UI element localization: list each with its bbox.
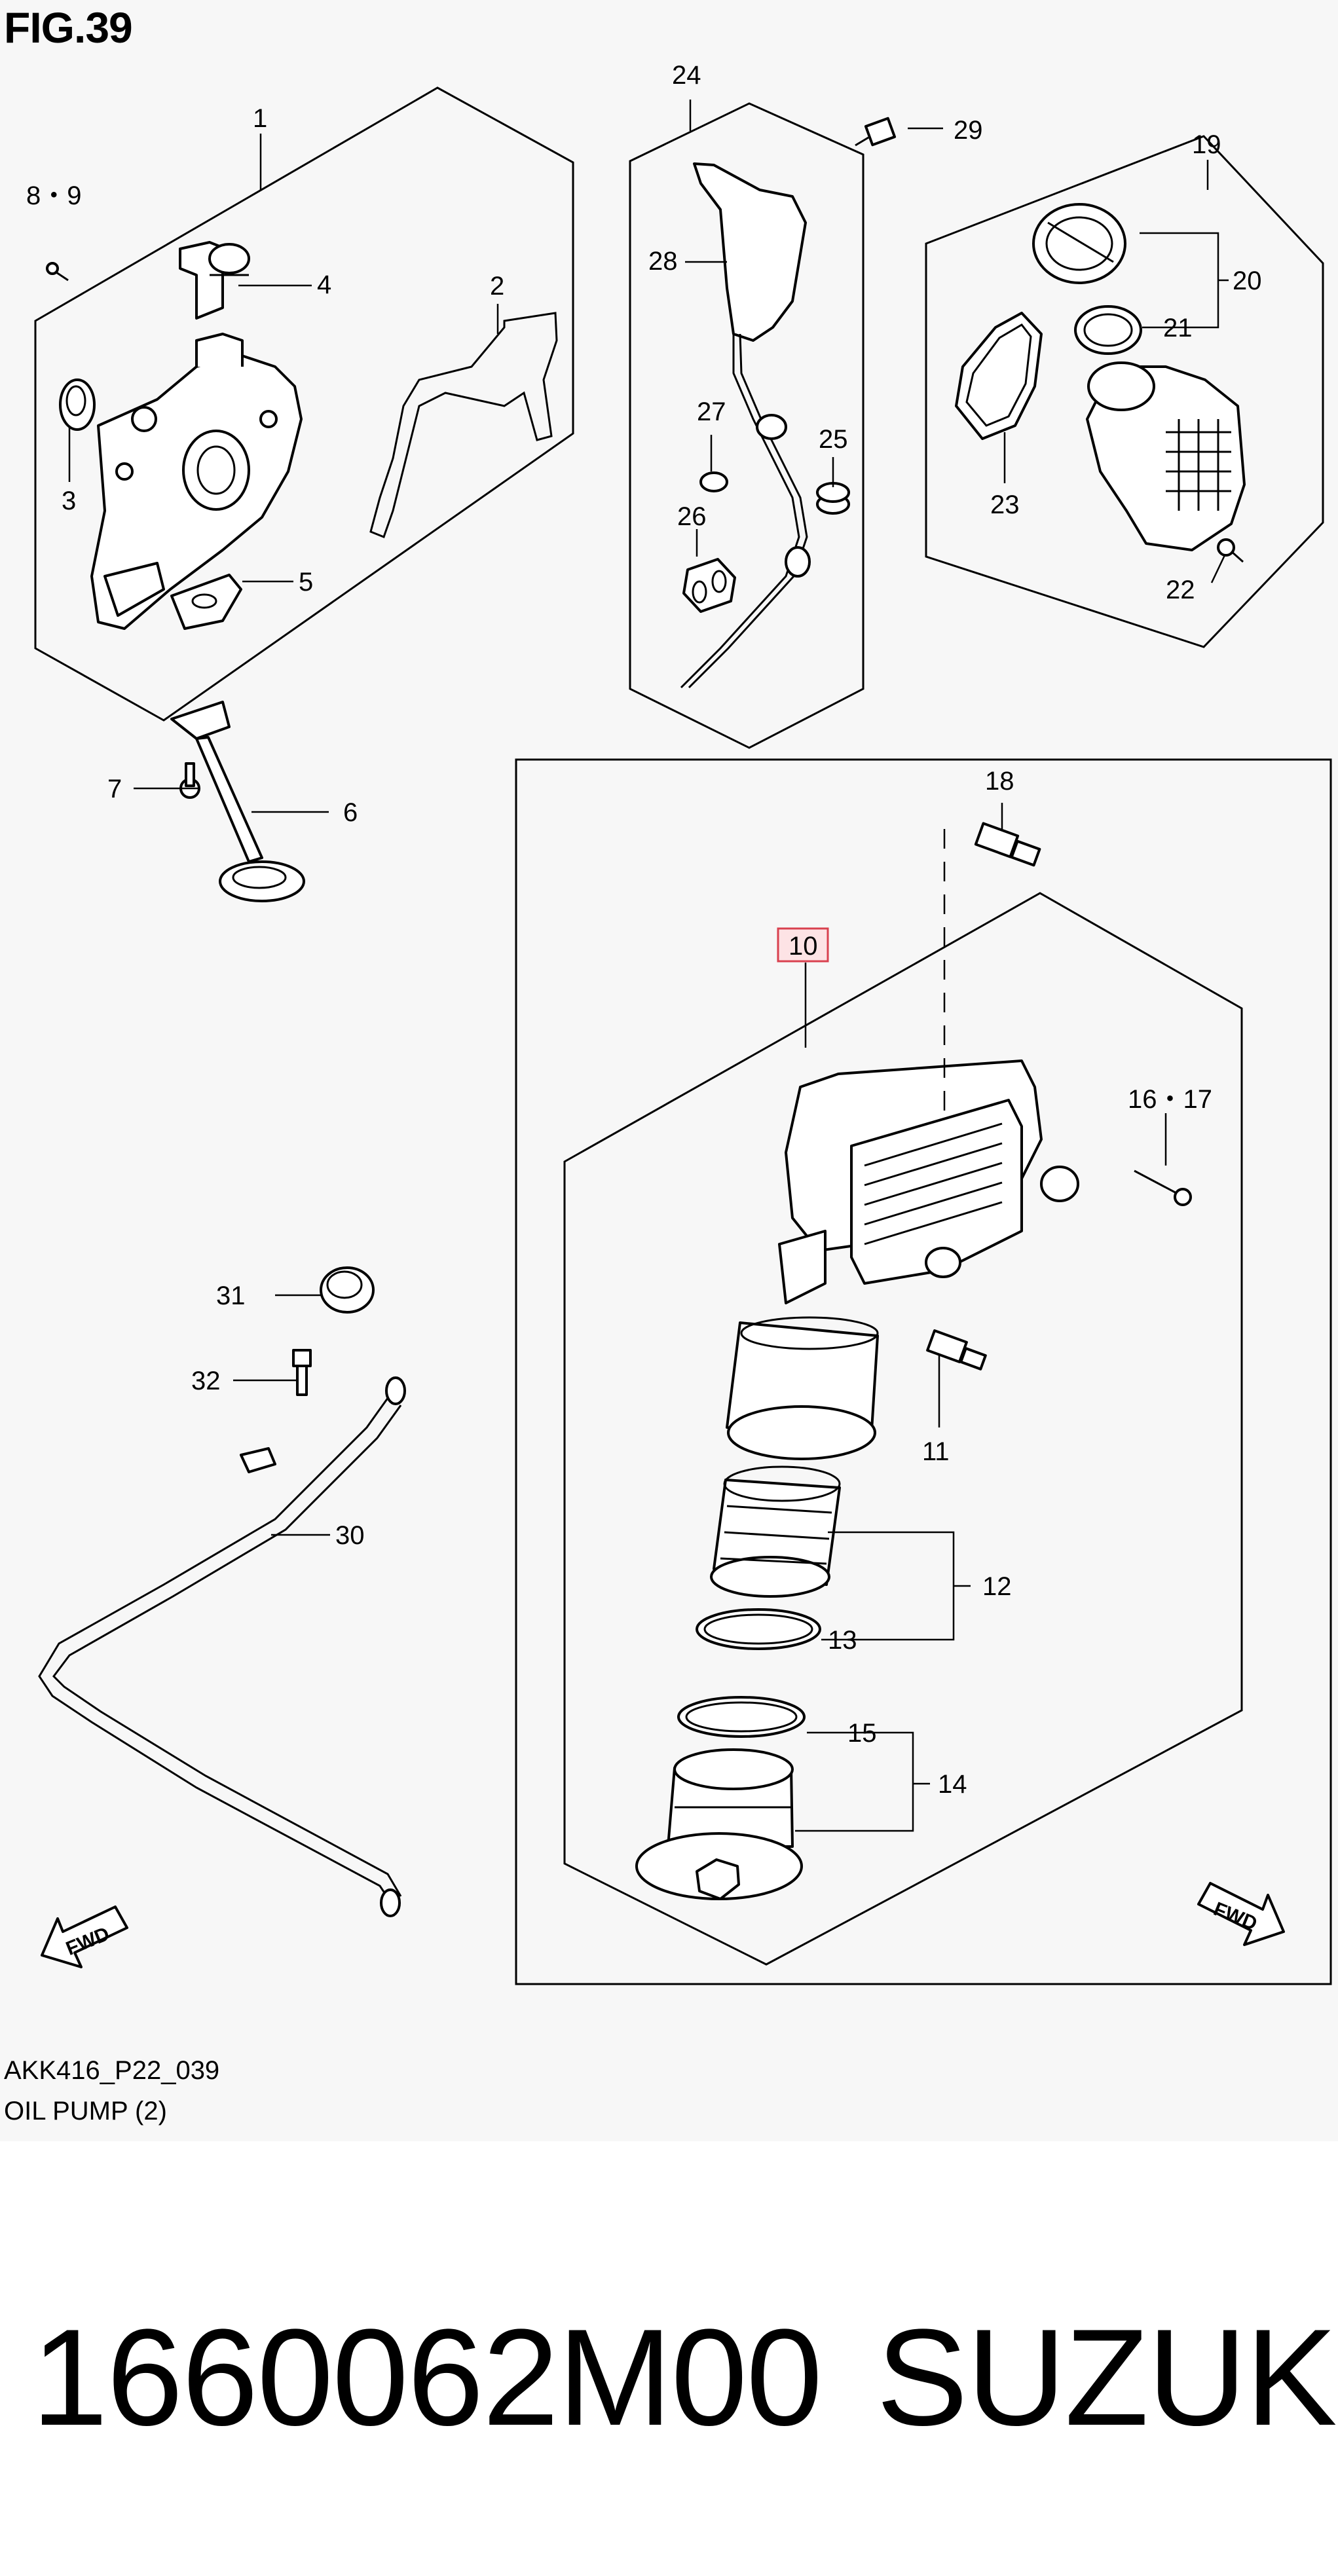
callout-24: 24 [672,61,701,90]
callout-22: 22 [1166,576,1195,604]
callout-30: 30 [335,1521,365,1550]
strainer-5-part [170,574,242,630]
bolt-29-part [855,117,897,147]
callout-13: 13 [828,1626,857,1655]
group-box-oil-filler [925,135,1324,648]
callout-16-17: 16・17 [1128,1085,1212,1114]
oil-pipe-30-part [38,1376,406,1917]
callout-8-9: 8・9 [26,181,82,210]
callout-12: 12 [982,1572,1012,1601]
oil-pump-housing-part [90,333,303,630]
sensor-11-part [926,1329,987,1371]
callout-2: 2 [490,272,504,301]
group-box-oil-cooler [563,892,1243,1966]
callout-5: 5 [299,568,313,597]
callout-4: 4 [317,270,331,299]
callout-6: 6 [343,798,358,827]
callout-26: 26 [677,502,707,531]
callout-10: 10 [789,932,818,961]
figure-code: AKK416_P22_039 [4,2056,220,2085]
callout-25: 25 [819,425,848,454]
callout-18: 18 [985,767,1014,796]
callout-31: 31 [216,1281,246,1310]
callout-28: 28 [648,247,678,276]
fwd-arrow-right: FWD [1197,1882,1285,1946]
callout-19: 19 [1192,130,1221,159]
callout-29: 29 [954,116,983,145]
figure-name: OIL PUMP (2) [4,2097,167,2125]
callout-15: 15 [847,1719,877,1748]
group-box-oil-pump [34,86,574,722]
callout-23: 23 [990,490,1020,519]
callout-7: 7 [107,775,122,803]
callout-3: 3 [62,487,76,515]
fwd-arrow-left: FWD [41,1905,128,1968]
brand-name: SUZUKI [876,2300,1338,2454]
nut-26-part [682,558,736,613]
bolt-16-17-part [1134,1169,1192,1206]
filler-neck-part [1086,361,1246,551]
part-number: 1660062M00 [31,2300,823,2454]
solenoid-4-part [179,241,250,320]
bolt-22-part [1217,538,1244,563]
seal-31-part [320,1266,375,1314]
callout-27: 27 [697,397,726,426]
exploded-parts-diagram: FWD FWD 1 [26,61,1332,1985]
cap-seal-21-part [1074,305,1142,355]
filter-cup-part [726,1316,879,1460]
group-box-dipstick [629,102,864,749]
o-ring-13-part [696,1608,821,1650]
oil-cooler-part [778,1059,1079,1304]
callout-32: 32 [191,1367,221,1395]
callout-20: 20 [1233,267,1262,295]
oil-seal-3-part [59,378,96,431]
o-ring-15-part [677,1696,806,1738]
bolt-7-part [179,762,200,799]
bolt-32-part [292,1349,312,1396]
gasket-2-part [369,312,558,538]
callout-11: 11 [922,1437,950,1466]
dipstick-28-part [680,162,811,689]
gasket-23-part [955,312,1043,440]
seal-25-part [816,482,850,515]
callout-21: 21 [1163,314,1193,342]
filter-cap-14-part [635,1748,803,1900]
oil-pipe-6-part [170,701,305,902]
filter-element-12-part [710,1465,841,1598]
callout-10-highlight [777,927,829,963]
figure-title: FIG.39 [4,3,133,52]
group-box-oil-filter [515,758,1332,1985]
bolt-8-9-part [46,262,69,282]
sensor-18-part [974,822,1041,867]
callout-1: 1 [253,104,267,133]
o-ring-27-part [699,471,728,492]
callout-14: 14 [938,1770,967,1799]
filler-cap-20-part [1032,203,1126,284]
